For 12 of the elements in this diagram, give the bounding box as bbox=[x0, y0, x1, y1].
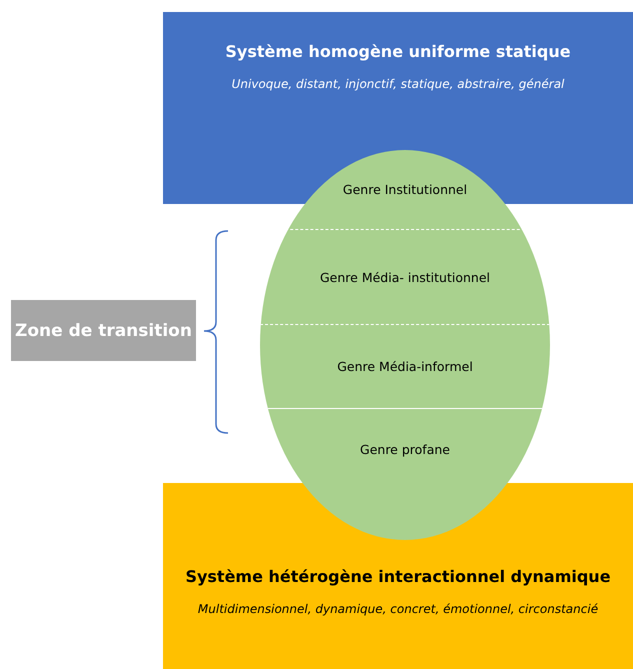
zone-label: Zone de transition bbox=[15, 320, 192, 340]
heading: Système homogène uniforme statique bbox=[225, 42, 571, 61]
band-label: Genre Média-informel bbox=[337, 359, 473, 374]
label-box bbox=[11, 300, 196, 361]
heading: Système hétérogène interactionnel dynamique bbox=[185, 567, 611, 586]
band-label: Genre Institutionnel bbox=[342, 182, 468, 197]
subtitle: Univoque, distant, injonctif, statique, abstraire, général bbox=[232, 77, 564, 91]
footer-panel bbox=[163, 483, 633, 669]
header-panel bbox=[163, 12, 633, 204]
subtitle: Multidimensionnel, dynamique, concret, émotionnel, circonstancié bbox=[198, 602, 598, 616]
band-label: Genre Média- institutionnel bbox=[320, 270, 490, 284]
band-label: Genre profane bbox=[360, 442, 450, 457]
